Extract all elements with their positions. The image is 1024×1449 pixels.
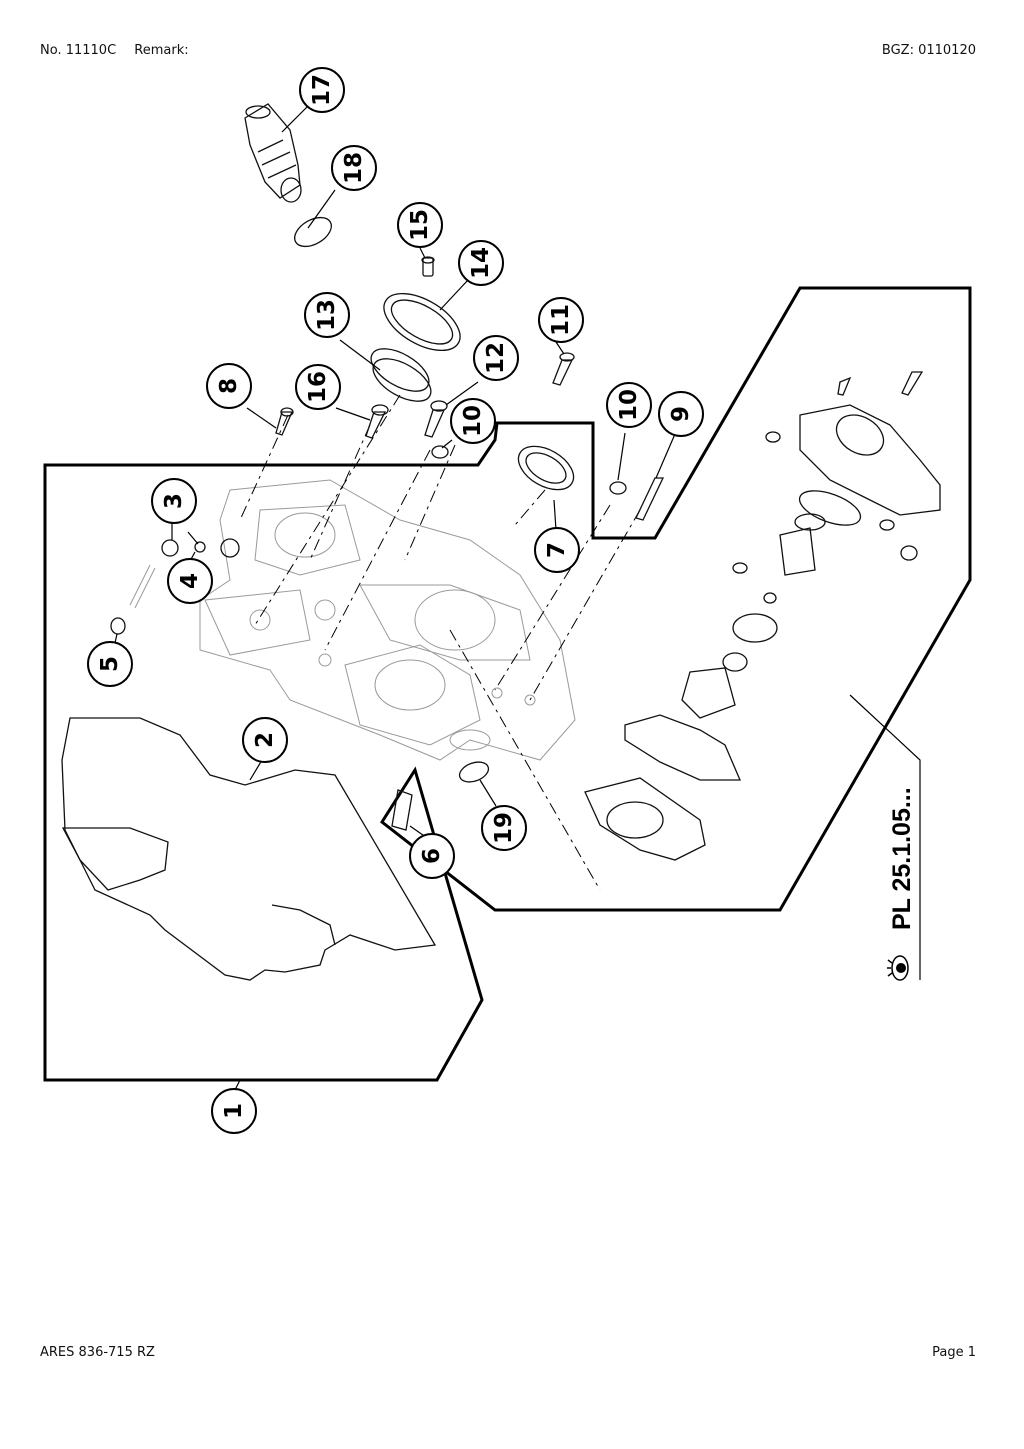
callout-9-label: 9 [668, 406, 694, 422]
callout-2[interactable]: 2 [242, 717, 288, 763]
callout-17[interactable]: 17 [299, 67, 345, 113]
callout-7-label: 7 [544, 542, 570, 558]
part-5-plug [110, 617, 126, 635]
callout-19-label: 19 [491, 812, 517, 844]
callout-10a[interactable]: 10 [450, 398, 496, 444]
part-12-bolt [424, 400, 448, 438]
callout-1-label: 1 [221, 1103, 247, 1119]
part-3-plug [161, 538, 240, 558]
part-7-seal [517, 445, 575, 491]
plate-reference[interactable]: PL 25.1.05... [888, 787, 916, 930]
footer-model: ARES 836-715 RZ [40, 1345, 155, 1360]
callout-15[interactable]: 15 [397, 202, 443, 248]
callout-4-label: 4 [177, 573, 203, 589]
callout-1[interactable]: 1 [211, 1088, 257, 1134]
callout-9[interactable]: 9 [658, 391, 704, 437]
part-10-nut-b [609, 481, 627, 495]
callout-8[interactable]: 8 [206, 363, 252, 409]
part-2-gasket [61, 717, 437, 981]
eye-icon [887, 955, 909, 981]
callout-14[interactable]: 14 [458, 240, 504, 286]
part-2-gasket-edge [271, 904, 336, 946]
part-6-fitting [391, 789, 413, 831]
callout-3[interactable]: 3 [151, 478, 197, 524]
callout-11-label: 11 [548, 304, 574, 336]
footer-page: Page 1 [932, 1345, 976, 1360]
plate-reference-label: PL 25.1.05... [888, 787, 916, 930]
callout-11[interactable]: 11 [538, 297, 584, 343]
assembly-frame-1 [43, 286, 972, 1082]
callout-6-label: 6 [419, 848, 445, 864]
callout-8-label: 8 [216, 378, 242, 394]
callout-2-label: 2 [252, 732, 278, 748]
timing-cover-housing [199, 479, 576, 761]
callout-14-label: 14 [468, 247, 494, 279]
callout-13-label: 13 [314, 299, 340, 331]
part-4-washer [194, 541, 206, 553]
part-10-nut-a [431, 445, 449, 459]
header-left: No. 11110C Remark: [40, 43, 189, 58]
callout-5-label: 5 [97, 656, 123, 672]
leader-lines [114, 104, 676, 1093]
callout-3-label: 3 [161, 493, 187, 509]
callout-16[interactable]: 16 [295, 364, 341, 410]
callout-15-label: 15 [407, 209, 433, 241]
remark-label: Remark: [134, 43, 189, 58]
part-8-bolt [275, 407, 294, 436]
callout-19[interactable]: 19 [481, 805, 527, 851]
axis-lines [239, 394, 641, 891]
part-11-bolt [552, 352, 575, 386]
part-16-bolt [365, 404, 389, 439]
part-14-cover-inner [390, 299, 454, 345]
callout-12-label: 12 [483, 342, 509, 374]
document-number: No. 11110C [40, 43, 117, 58]
part-2-gasket-inner [61, 827, 169, 891]
part-15-screw [421, 256, 435, 277]
callout-4[interactable]: 4 [167, 558, 213, 604]
callout-6[interactable]: 6 [409, 833, 455, 879]
callout-10b[interactable]: 10 [606, 382, 652, 428]
part-18-o-ring [294, 216, 332, 248]
callout-5[interactable]: 5 [87, 641, 133, 687]
callout-12[interactable]: 12 [473, 335, 519, 381]
part-14-cover-plate [383, 292, 461, 352]
callout-17-label: 17 [309, 74, 335, 106]
part-13-ring [370, 348, 432, 402]
callout-10a-label: 10 [460, 405, 486, 437]
reference-leader [849, 694, 921, 980]
callout-16-label: 16 [305, 371, 331, 403]
callout-13[interactable]: 13 [304, 292, 350, 338]
water-pump-assembly [584, 371, 941, 861]
callout-10b-label: 10 [616, 389, 642, 421]
part-4-pin [129, 564, 156, 609]
callout-7[interactable]: 7 [534, 527, 580, 573]
bgz-code: BGZ: 0110120 [881, 43, 976, 58]
callout-18-label: 18 [341, 152, 367, 184]
part-9-stud [635, 477, 665, 521]
part-17-sender [244, 103, 302, 203]
part-19-o-ring [458, 761, 490, 783]
callout-18[interactable]: 18 [331, 145, 377, 191]
